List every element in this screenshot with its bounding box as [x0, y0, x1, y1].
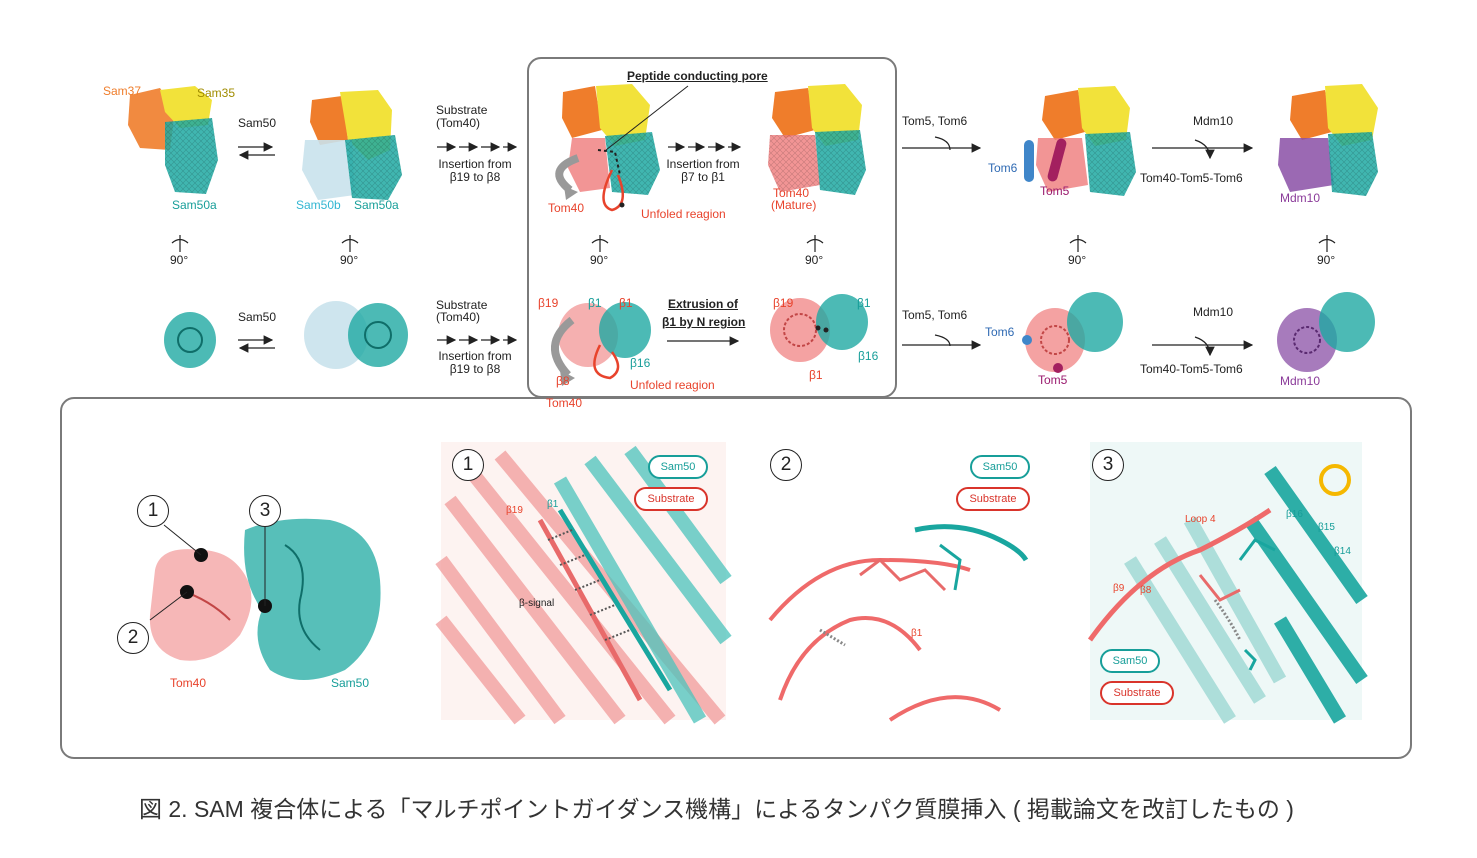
- label-b1a: β1: [588, 296, 602, 310]
- detail-3-pill-sam50: Sam50: [1100, 649, 1160, 673]
- complex-mdm10: [1278, 84, 1378, 196]
- label-tom40-insert: Tom40: [548, 201, 585, 215]
- label-peptide-pore: Peptide conducting pore: [627, 69, 768, 83]
- overview-label-sam50: Sam50: [331, 676, 370, 690]
- label-tom40-paren-top: (Tom40): [436, 116, 481, 130]
- rotation-label-1: 90°: [170, 253, 189, 267]
- label-sam50-arrow: Sam50: [238, 116, 277, 130]
- rotation-label-2: 90°: [340, 253, 359, 267]
- detail-3-b14: β14: [1334, 546, 1351, 557]
- label-sam50b: Sam50b: [296, 198, 341, 212]
- detail-3-pill-substrate: Substrate: [1100, 681, 1174, 705]
- bottom-view-4: [770, 294, 868, 362]
- label-substrate-top: Substrate: [436, 103, 488, 117]
- detail-1-b1: β1: [547, 499, 559, 510]
- top-arrows: [238, 136, 1254, 160]
- label-insertion-from-bottom: Insertion from: [438, 349, 512, 363]
- rotation-label-4: 90°: [805, 253, 824, 267]
- label-tom5-bottom: Tom5: [1038, 373, 1068, 387]
- overview-label-tom40: Tom40: [170, 676, 207, 690]
- label-b1b: β1: [619, 296, 633, 310]
- detail-1-graphic: [435, 442, 732, 725]
- complex-sam-2: [302, 90, 402, 200]
- label-extrusion-1: Extrusion of: [668, 297, 739, 311]
- label-mdm10-bottom: Mdm10: [1280, 374, 1321, 388]
- label-mdm10-arrow-bottom: Mdm10: [1193, 305, 1234, 319]
- detail-2-graphic: [768, 442, 1029, 722]
- rotation-label-6: 90°: [1317, 253, 1336, 267]
- label-sam50a-1: Sam50a: [172, 198, 217, 212]
- label-tom5-tom6-top: Tom5, Tom6: [902, 114, 968, 128]
- label-substrate-bottom: Substrate: [436, 298, 488, 312]
- label-sam50a-2: Sam50a: [354, 198, 399, 212]
- overview-marker-1: 1: [137, 495, 169, 527]
- detail-1-b19: β19: [506, 505, 523, 516]
- label-unfolded-top: Unfoled reagion: [641, 207, 726, 221]
- detail-3-b8: β8: [1140, 585, 1152, 596]
- label-sam50-arrow-bottom: Sam50: [238, 310, 277, 324]
- bottom-view-2: [304, 301, 408, 369]
- detail-3-graphic: [1087, 442, 1368, 724]
- detail-2-number: 2: [770, 449, 802, 481]
- label-sam37: Sam37: [103, 84, 142, 98]
- detail-2-pill-substrate: Substrate: [956, 487, 1030, 511]
- label-tom40-bottom: Tom40: [546, 396, 583, 410]
- bottom-view-3: [550, 302, 740, 386]
- bottom-view-1: [164, 312, 216, 368]
- lower-detail-frame: [60, 397, 1412, 759]
- detail-2-b1: β1: [911, 628, 923, 639]
- label-tom40-mature: Tom40: [773, 186, 810, 200]
- detail-3-b16: β16: [1286, 509, 1303, 520]
- label-m-b1a: β1: [857, 296, 871, 310]
- detail-1-pill-sam50: Sam50: [648, 455, 708, 479]
- complex-tom40-insertion: [555, 84, 689, 212]
- label-tom40-tom5-tom6-bottom: Tom40-Tom5-Tom6: [1140, 362, 1243, 376]
- detail-1-pill-substrate: Substrate: [634, 487, 708, 511]
- label-tom40-tom5-tom6-top: Tom40-Tom5-Tom6: [1140, 171, 1243, 185]
- complex-sam-1: [128, 86, 218, 194]
- detail-3-number: 3: [1092, 449, 1124, 481]
- label-tom6-bottom: Tom6: [985, 325, 1015, 339]
- bottom-arrows: [238, 335, 518, 353]
- detail-3-loop4: Loop 4: [1185, 514, 1216, 525]
- label-beta-range-bottom: β19 to β8: [449, 362, 501, 376]
- label-m-b1b: β1: [809, 368, 823, 382]
- label-b16: β16: [630, 356, 651, 370]
- bottom-view-6: [1152, 292, 1375, 372]
- label-beta-range-2: β7 to β1: [681, 170, 725, 184]
- label-beta-range-top: β19 to β8: [449, 170, 501, 184]
- detail-3-b15: β15: [1318, 522, 1335, 533]
- label-tom6-top: Tom6: [988, 161, 1018, 175]
- label-tom5-top: Tom5: [1040, 184, 1070, 198]
- label-unfolded-bottom: Unfoled reagion: [630, 378, 715, 392]
- bottom-view-5: [902, 292, 1123, 373]
- detail-3-b9: β9: [1113, 583, 1125, 594]
- overview-structure: [149, 518, 381, 680]
- detail-2-pill-sam50: Sam50: [970, 455, 1030, 479]
- label-m-b19: β19: [773, 296, 794, 310]
- complex-tom40-mature: [768, 84, 866, 195]
- complex-tom5-tom6: [1024, 86, 1136, 196]
- label-insertion-from-2: Insertion from: [666, 157, 740, 171]
- label-extrusion-2: β1 by N region: [662, 315, 746, 329]
- label-insertion-from-top: Insertion from: [438, 157, 512, 171]
- rotation-label-5: 90°: [1068, 253, 1087, 267]
- label-mdm10-arrow-top: Mdm10: [1193, 114, 1234, 128]
- label-mdm10-top: Mdm10: [1280, 191, 1321, 205]
- label-tom5-tom6-bottom: Tom5, Tom6: [902, 308, 968, 322]
- label-tom40-paren-bottom: (Tom40): [436, 310, 481, 324]
- label-m-b16: β16: [858, 349, 879, 363]
- detail-1-number: 1: [452, 449, 484, 481]
- overview-marker-3: 3: [249, 495, 281, 527]
- rotation-icons: [171, 235, 1336, 252]
- label-b19: β19: [538, 296, 559, 310]
- rotation-label-3: 90°: [590, 253, 609, 267]
- figure-caption: 図 2. SAM 複合体による「マルチポイントガイダンス機構」によるタンパク質膜…: [139, 796, 1294, 822]
- detail-1-signal: β-signal: [519, 598, 555, 609]
- label-b8: β8: [556, 374, 570, 388]
- label-mature: (Mature): [771, 198, 817, 212]
- label-sam35: Sam35: [197, 86, 236, 100]
- overview-marker-2: 2: [117, 622, 149, 654]
